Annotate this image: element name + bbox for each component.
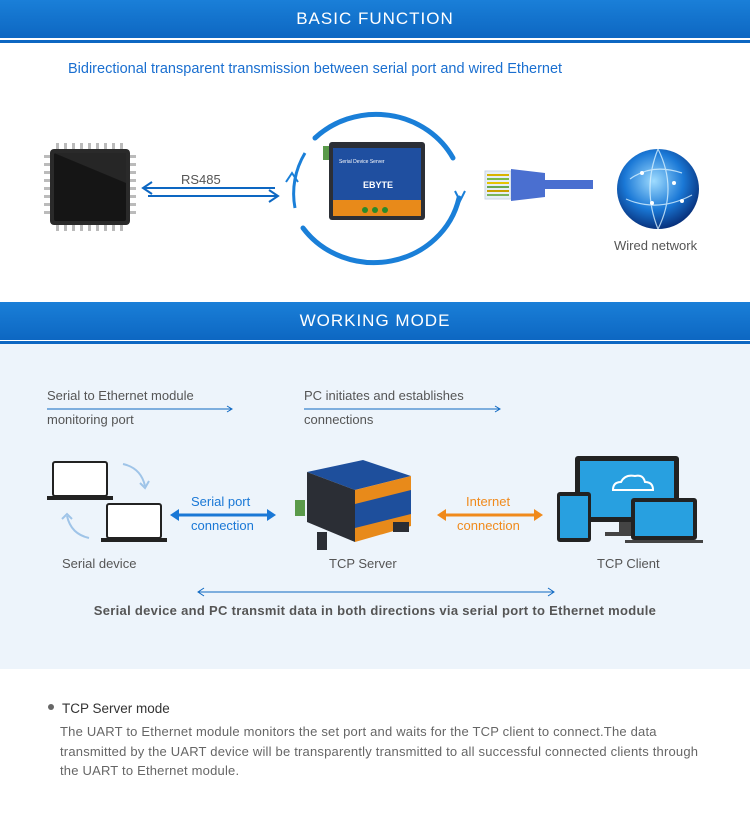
- globe-icon: [617, 148, 699, 230]
- serial-device-label: Serial device: [62, 556, 137, 571]
- wired-network-label: Wired network: [614, 238, 698, 253]
- basic-function-header: BASIC FUNCTION: [0, 0, 750, 38]
- right-note-line1: PC initiates and establishes: [304, 388, 464, 403]
- loop-circle: [285, 111, 466, 266]
- internet-line1: Internet: [466, 494, 511, 509]
- mode-title: TCP Server mode: [62, 701, 170, 716]
- header-underline-2: [0, 341, 750, 344]
- bottom-double-arrow: [197, 587, 555, 597]
- internet-line2: connection: [457, 518, 520, 533]
- working-mode-header: WORKING MODE: [0, 302, 750, 340]
- chip-icon: [44, 143, 136, 231]
- serial-port-line1: Serial port: [191, 494, 251, 509]
- right-note-arrow: [304, 405, 501, 413]
- internet-arrow: [437, 509, 543, 521]
- laptops-icon: [47, 461, 167, 542]
- serial-device-server-icon: Serial Device Server EBYTE: [323, 142, 429, 222]
- rs485-arrows: [141, 181, 280, 203]
- tcp-client-label: TCP Client: [597, 556, 660, 571]
- serial-port-arrow: [170, 509, 276, 521]
- right-note-line2: connections: [304, 412, 374, 427]
- tcp-server-device-icon: [293, 456, 415, 552]
- header-underline: [0, 40, 750, 43]
- left-note-line2: monitoring port: [47, 412, 134, 427]
- device-brand-text: EBYTE: [363, 180, 394, 190]
- serial-port-line2: connection: [191, 518, 254, 533]
- bullet-dot-icon: [48, 704, 54, 710]
- basic-subtitle: Bidirectional transparent transmission b…: [68, 61, 563, 77]
- ethernet-cable-icon: [484, 169, 593, 201]
- tcp-server-label: TCP Server: [329, 556, 397, 571]
- device-title-text: Serial Device Server: [339, 159, 385, 165]
- bottom-caption: Serial device and PC transmit data in bo…: [93, 603, 657, 618]
- left-note-line1: Serial to Ethernet module: [47, 388, 194, 403]
- left-note-arrow: [47, 405, 233, 413]
- mode-description: The UART to Ethernet module monitors the…: [60, 724, 699, 778]
- rs485-label: RS485: [181, 172, 221, 187]
- tcp-client-devices-icon: [557, 456, 703, 543]
